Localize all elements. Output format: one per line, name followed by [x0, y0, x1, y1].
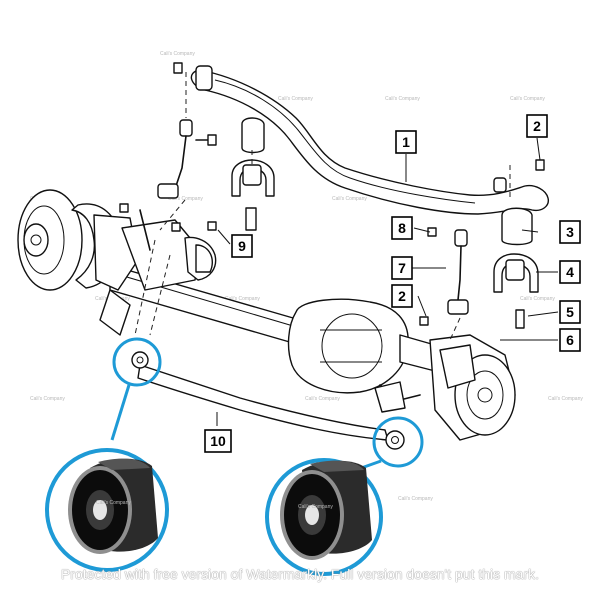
watermark-small: Cali's Company — [510, 96, 545, 102]
watermark-small: Cali's Company — [385, 96, 420, 102]
svg-text:4: 4 — [566, 264, 574, 280]
watermark-small: Cali's Company — [168, 196, 203, 202]
watermark-small: Cali's Company — [305, 396, 340, 402]
nut-icon — [419, 316, 429, 326]
watermark-small: Cali's Company — [332, 196, 367, 202]
svg-text:1: 1 — [402, 134, 410, 150]
watermark-small: Cali's Company — [160, 51, 195, 57]
track-bar — [131, 351, 405, 450]
right-bushing-bracket — [493, 159, 545, 329]
watermark-small: Cali's Company — [30, 396, 65, 402]
svg-text:8: 8 — [398, 220, 406, 236]
watermark-small: Cali's Company — [298, 504, 333, 510]
svg-text:3: 3 — [566, 224, 574, 240]
callout-1: 1 — [395, 130, 417, 154]
hardware-9 — [119, 203, 217, 273]
svg-text:9: 9 — [238, 238, 246, 254]
nut-icon — [171, 222, 181, 232]
nut-icon — [207, 221, 217, 231]
svg-text:6: 6 — [566, 332, 574, 348]
highlights — [45, 337, 424, 576]
callout-8: 8 — [391, 216, 413, 240]
bushing-closeup-left: Cali's Company — [68, 458, 158, 554]
bushing-closeup-right: Cali's Company — [280, 460, 372, 560]
right-hub-assembly — [374, 334, 516, 441]
callout-6: 6 — [559, 328, 581, 352]
bolt-icon — [245, 207, 257, 231]
nut-icon — [173, 62, 183, 74]
left-hub-assembly — [17, 189, 217, 336]
watermark-small: Cali's Company — [548, 396, 583, 402]
leader-lines — [216, 137, 559, 426]
callout-7: 7 — [391, 256, 413, 280]
svg-text:5: 5 — [566, 304, 574, 320]
watermark-small: Cali's Company — [96, 500, 131, 506]
left-end-link — [157, 119, 217, 199]
svg-text:2: 2 — [398, 288, 406, 304]
watermark-small: Cali's Company — [278, 96, 313, 102]
callout-2-middle: 2 — [391, 284, 413, 308]
watermark-small: Cali's Company — [398, 496, 433, 502]
nut-icon — [119, 203, 129, 213]
dashed-guides — [134, 199, 461, 341]
watermark-banner: Protected with free version of Watermark… — [60, 566, 540, 582]
left-bushing-bracket — [231, 117, 275, 231]
callout-4: 4 — [559, 260, 581, 284]
callout-9: 9 — [231, 234, 253, 258]
watermark-small: Cali's Company — [225, 296, 260, 302]
right-end-link — [419, 227, 469, 326]
callout-10: 10 — [204, 429, 232, 453]
sway-bar — [173, 62, 549, 215]
svg-text:7: 7 — [398, 260, 406, 276]
bolt-icon — [515, 309, 525, 329]
svg-text:2: 2 — [533, 118, 541, 134]
callout-2-top: 2 — [526, 114, 548, 138]
svg-text:10: 10 — [210, 433, 226, 449]
callout-5: 5 — [559, 300, 581, 324]
nut-icon — [535, 159, 545, 171]
callout-3: 3 — [559, 220, 581, 244]
watermark-small: Cali's Company — [520, 296, 555, 302]
